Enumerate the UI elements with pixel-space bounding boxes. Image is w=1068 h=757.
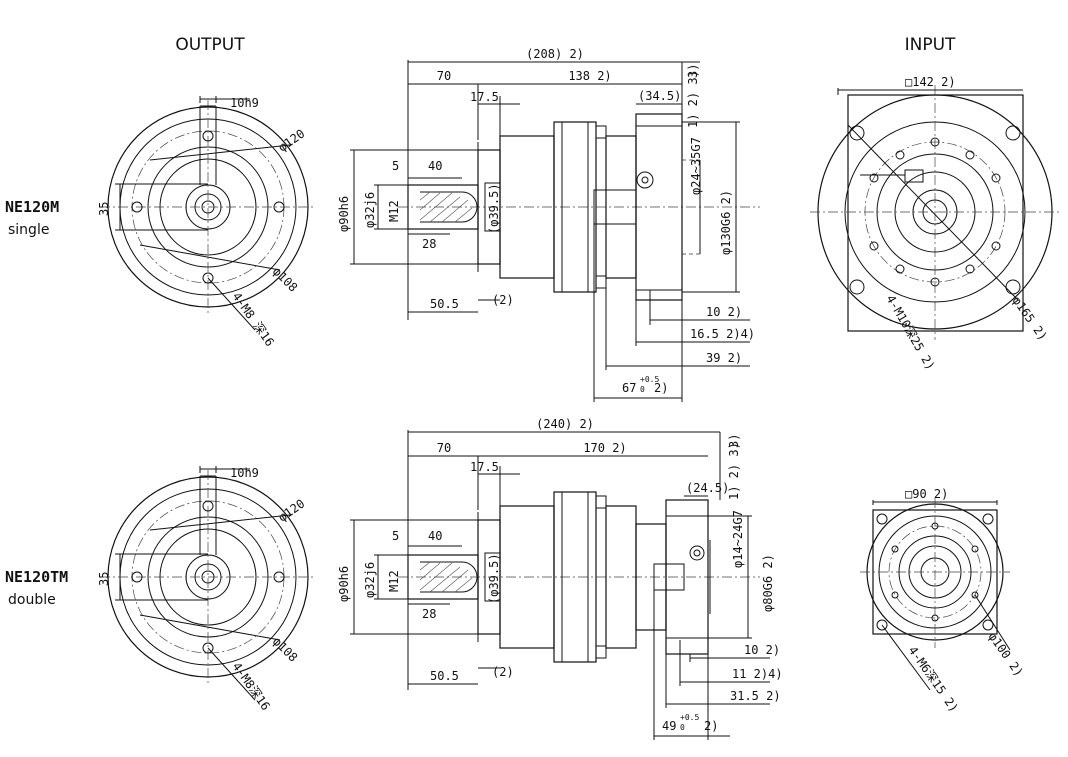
model-label-2: NE120TM (5, 568, 68, 586)
side-d4-1: 67 (622, 381, 636, 395)
front-circle-2: φ108 (270, 634, 300, 664)
side-d2-1: 16.5 2)4) (690, 327, 755, 341)
side-shaft-len-1: 70 (437, 69, 451, 83)
front-height-1: 35 (97, 202, 111, 216)
side-shaft-len-2: 70 (437, 441, 451, 455)
side-key-len-1: 40 (428, 159, 442, 173)
side-in-bore-2: φ14~24G7 (731, 510, 745, 568)
side-view-1 (350, 60, 760, 402)
input-header: INPUT (905, 35, 956, 55)
front-key-1: 10h9 (230, 96, 259, 110)
side-flange-t-1: 17.5 (470, 90, 499, 104)
side-d4-tol2-1: 0 (640, 385, 645, 394)
side-pilot-1: (φ39.5) (487, 183, 501, 234)
model-type-1: single (8, 222, 49, 238)
side-d4-note-2: 2) (704, 719, 718, 733)
side-d1-2: 10 2) (744, 643, 780, 657)
model-type-2: double (8, 592, 56, 608)
input-pcd-1: φ165 2) (1010, 294, 1050, 343)
side-flange-t-2: 17.5 (470, 460, 499, 474)
side-d4-note-1: 2) (654, 381, 668, 395)
front-pcd-1: φ120 (276, 126, 308, 154)
side-key-off-1: 5 (392, 159, 399, 173)
side-tap-1: M12 (387, 200, 401, 222)
side-boss-1: (34.5) (638, 89, 681, 103)
side-d4-tol2-2: 0 (680, 723, 685, 732)
side-pilot-2: (φ39.5) (487, 553, 501, 604)
side-in-pilot-2: φ80G6 2) (761, 554, 775, 612)
side-key-len-2: 40 (428, 529, 442, 543)
input-view-2 (860, 498, 1011, 691)
side-key-dia-1: φ32j6 (363, 192, 377, 228)
input-taps-2: 4-M6深15 2) (906, 644, 962, 715)
side-key-w-2: 28 (422, 607, 436, 621)
input-view-1 (810, 85, 1060, 340)
side-d4-2: 49 (662, 719, 676, 733)
side-d4-tol-2: +0.5 (680, 713, 699, 722)
input-square-2: □90 2) (905, 487, 948, 501)
side-body-len-2: 170 2) (583, 441, 626, 455)
input-square-1: □142 2) (905, 75, 956, 89)
side-d2-2: 11 2)4) (732, 667, 783, 681)
side-note3-2: 3) (727, 434, 741, 448)
side-d3-2: 31.5 2) (730, 689, 781, 703)
side-key-off-2: 5 (392, 529, 399, 543)
front-height-2: 35 (97, 572, 111, 586)
side-shaft-dia-2: φ90h6 (337, 566, 351, 602)
side-gap-2: (2) (492, 665, 514, 679)
front-taps-1: 4-M8 深16 (230, 290, 277, 349)
side-note3-1: 3) (686, 64, 700, 78)
side-in-bore-1: φ24~35G7 (689, 137, 703, 195)
side-note12-1: 1) 2) 3) (686, 70, 700, 128)
side-overall-2: (240) 2) (536, 417, 594, 431)
side-key-w-1: 28 (422, 237, 436, 251)
side-key-dia-2: φ32j6 (363, 562, 377, 598)
side-gap-1: (2) (492, 293, 514, 307)
input-taps-1: 4-M10深25 2) (883, 293, 937, 373)
front-key-2: 10h9 (230, 466, 259, 480)
output-front-view-1 (100, 96, 316, 331)
front-circle-1: φ108 (270, 264, 300, 294)
model-label-1: NE120M (5, 198, 59, 216)
output-header: OUTPUT (175, 35, 245, 55)
side-foot-2: 50.5 (430, 669, 459, 683)
side-d3-1: 39 2) (706, 351, 742, 365)
side-view-2 (350, 430, 770, 740)
side-tap-2: M12 (387, 570, 401, 592)
side-in-pilot-1: φ130G6 2) (719, 190, 733, 255)
side-d4-tol-1: +0.5 (640, 375, 659, 384)
side-d1-1: 10 2) (706, 305, 742, 319)
side-boss-2: (24.5) (686, 481, 729, 495)
side-shaft-dia-1: φ90h6 (337, 196, 351, 232)
side-foot-1: 50.5 (430, 297, 459, 311)
output-front-view-2 (100, 466, 316, 701)
side-note12-2: 1) 2) 3) (727, 442, 741, 500)
side-body-len-1: 138 2) (568, 69, 611, 83)
input-pcd-2: φ100 2) (986, 630, 1026, 679)
front-pcd-2: φ120 (276, 496, 308, 524)
side-overall-1: (208) 2) (526, 47, 584, 61)
